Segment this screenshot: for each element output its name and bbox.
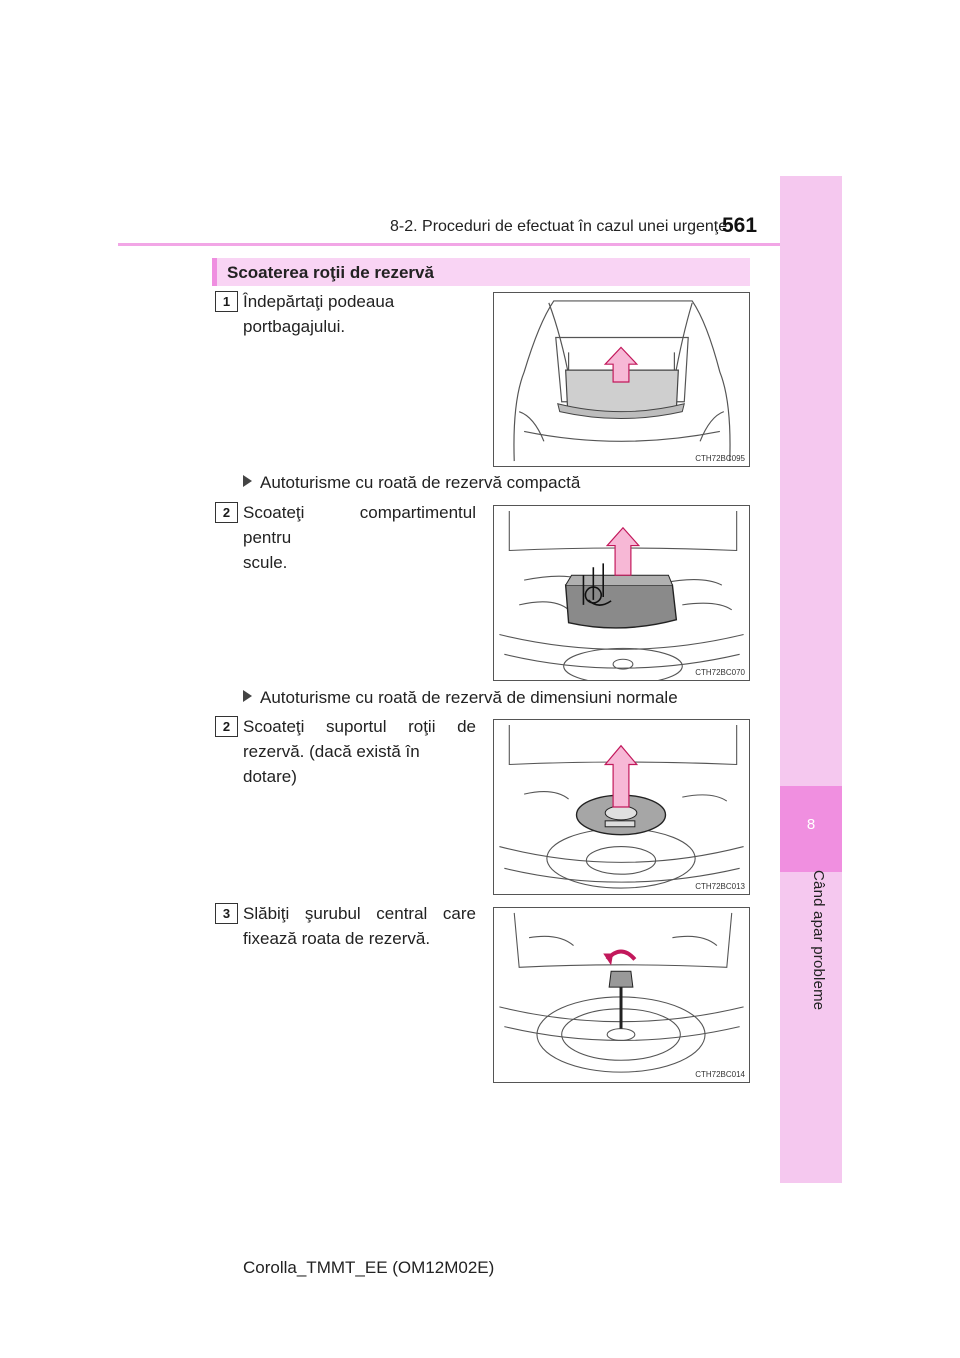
header-section-title: 8-2. Proceduri de efectuat în cazul unei… bbox=[390, 218, 728, 235]
chapter-number: 8 bbox=[806, 816, 816, 833]
footer-document-id: Corolla_TMMT_EE (OM12M02E) bbox=[243, 1258, 495, 1277]
step-text-line: fixează roata de rezervă. bbox=[243, 929, 431, 948]
step-number: 2 bbox=[215, 502, 238, 523]
figure-tool-tray: CTH72BC070 bbox=[493, 505, 750, 681]
chapter-number-tab bbox=[780, 786, 842, 872]
step-text-line: scule. bbox=[243, 553, 288, 572]
arrow-up-icon bbox=[603, 744, 639, 808]
figure-spare-cover: CTH72BC013 bbox=[493, 719, 750, 895]
step-text: Îndepărtaţi podeaua portbagajului. bbox=[243, 289, 473, 339]
condition-bullet: Autoturisme cu roată de rezervă compactă bbox=[243, 473, 580, 493]
page-number: 561 bbox=[722, 214, 758, 237]
step-number: 3 bbox=[215, 903, 238, 924]
header-divider bbox=[118, 243, 840, 246]
rotate-arrow-icon bbox=[603, 949, 637, 966]
section-heading-bar: Scoaterea roţii de rezervă bbox=[212, 258, 750, 286]
step-number: 1 bbox=[215, 291, 238, 312]
step-text-line: Slăbiţi şurubul central care bbox=[243, 904, 476, 923]
section-heading: Scoaterea roţii de rezervă bbox=[227, 263, 434, 282]
step-text: Slăbiţi şurubul central care fixează roa… bbox=[243, 901, 476, 951]
chapter-side-tab bbox=[780, 176, 842, 1183]
figure-code: CTH72BC070 bbox=[695, 668, 745, 677]
chapter-title: Când apar probleme bbox=[810, 870, 827, 1011]
condition-text: Autoturisme cu roată de rezervă compactă bbox=[260, 473, 581, 492]
figure-code: CTH72BC013 bbox=[695, 882, 745, 891]
step-text: Scoateţi compartimentul pentru scule. bbox=[243, 500, 476, 575]
step-text: Scoateţi suportul roţii de rezervă. (dac… bbox=[243, 714, 476, 789]
arrow-up-icon bbox=[603, 346, 639, 383]
step-text-line: Îndepărtaţi podeaua bbox=[243, 292, 395, 311]
figure-trunk-floor: CTH72BC095 bbox=[493, 292, 750, 467]
step-text-line: portbagajului. bbox=[243, 317, 346, 336]
step-number: 2 bbox=[215, 716, 238, 737]
step-text-line: Scoateţi suportul roţii de bbox=[243, 717, 476, 736]
arrow-up-icon bbox=[605, 526, 641, 576]
figure-code: CTH72BC095 bbox=[695, 454, 745, 463]
step-text-line: rezervă. (dacă există în dotare) bbox=[243, 742, 420, 786]
triangle-bullet-icon bbox=[243, 690, 252, 702]
figure-code: CTH72BC014 bbox=[695, 1070, 745, 1079]
step-text-line: Scoateţi compartimentul pentru bbox=[243, 503, 476, 547]
condition-text: Autoturisme cu roată de rezervă de dimen… bbox=[260, 688, 678, 707]
figure-center-bolt: CTH72BC014 bbox=[493, 907, 750, 1083]
triangle-bullet-icon bbox=[243, 475, 252, 487]
condition-bullet: Autoturisme cu roată de rezervă de dimen… bbox=[243, 688, 678, 708]
